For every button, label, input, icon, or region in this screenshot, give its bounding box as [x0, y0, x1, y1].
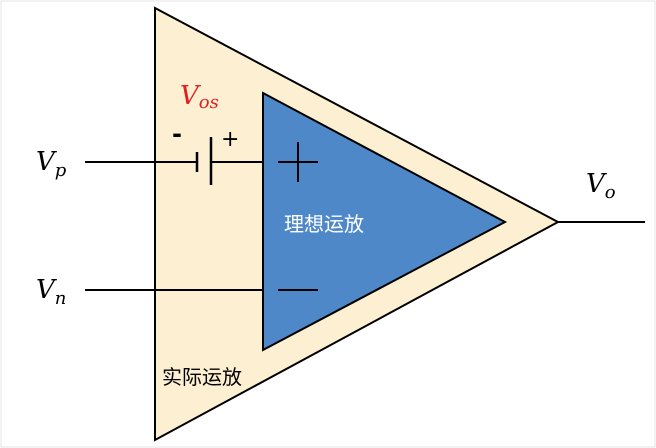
ideal-opamp-triangle [262, 91, 508, 352]
vo-label: Vo [586, 169, 616, 203]
battery-minus-label: - [172, 120, 182, 148]
vp-label: Vp [36, 147, 67, 181]
real-opamp-label: 实际运放 [162, 365, 242, 389]
battery-plus-label: + [221, 127, 239, 152]
ideal-opamp-label: 理想运放 [284, 212, 364, 236]
vos-label: Vos [180, 81, 219, 113]
vn-label: Vn [36, 275, 66, 309]
